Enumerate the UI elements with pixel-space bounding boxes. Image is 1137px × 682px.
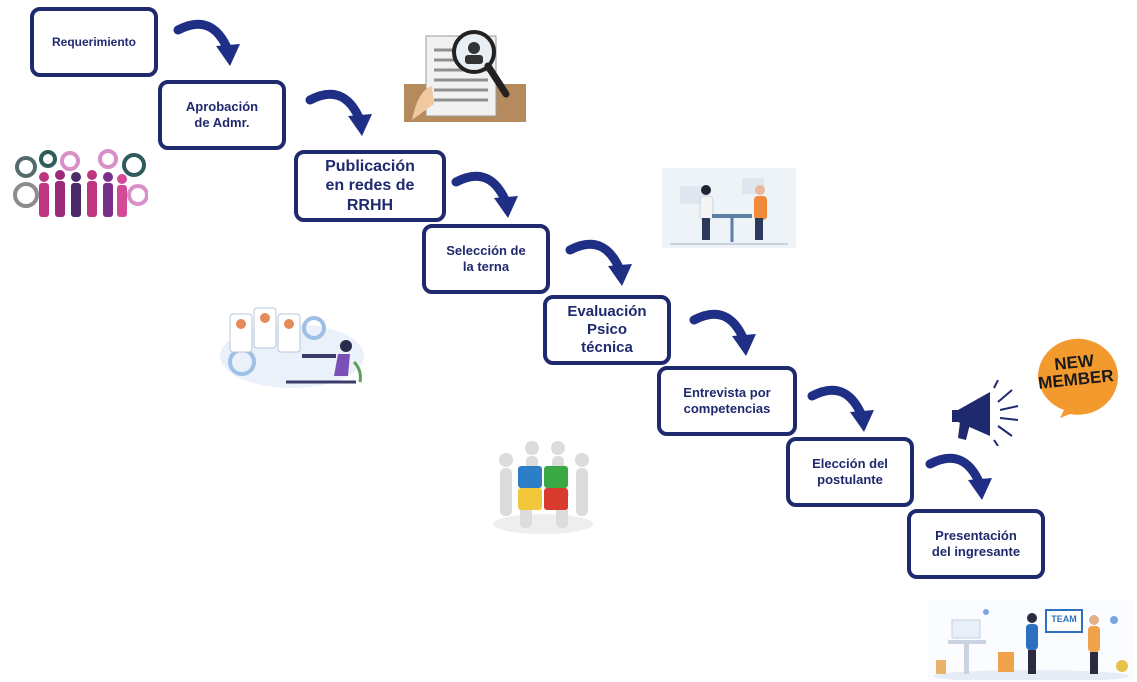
step-presentacion: Presentación del ingresante bbox=[907, 509, 1045, 579]
curved-arrow-icon bbox=[173, 19, 240, 66]
curved-arrow-icon bbox=[451, 171, 518, 218]
step-publicacion: Publicación en redes de RRHH bbox=[294, 150, 446, 222]
interview-illustration bbox=[662, 168, 796, 248]
new-member-badge: NEW MEMBER bbox=[1030, 334, 1120, 418]
step-seleccion-terna: Selección de la terna bbox=[422, 224, 550, 294]
step-eleccion: Elección del postulante bbox=[786, 437, 914, 507]
cv-magnifier-illustration bbox=[404, 30, 526, 122]
team-banner-text: TEAM bbox=[1051, 614, 1077, 624]
curved-arrow-icon bbox=[807, 385, 874, 432]
curved-arrow-icon bbox=[565, 239, 632, 286]
step-entrevista: Entrevista por competencias bbox=[657, 366, 797, 436]
puzzle-team-illustration bbox=[493, 441, 593, 534]
curved-arrow-icon bbox=[925, 453, 992, 500]
curved-arrow-icon bbox=[689, 309, 756, 356]
candidate-profiles-illustration bbox=[220, 307, 364, 388]
step-evaluacion: Evaluación Psico técnica bbox=[543, 295, 671, 365]
team-gears-illustration bbox=[13, 149, 148, 217]
speech-bubble-icon bbox=[1037, 338, 1118, 418]
office-scene-graphic bbox=[933, 609, 1129, 680]
curved-arrow-icon bbox=[305, 89, 372, 136]
step-requerimiento: Requerimiento bbox=[30, 7, 158, 77]
team-office-illustration: TEAM bbox=[928, 600, 1134, 680]
megaphone-icon bbox=[952, 380, 1019, 446]
step-aprobacion: Aprobación de Admr. bbox=[158, 80, 286, 150]
